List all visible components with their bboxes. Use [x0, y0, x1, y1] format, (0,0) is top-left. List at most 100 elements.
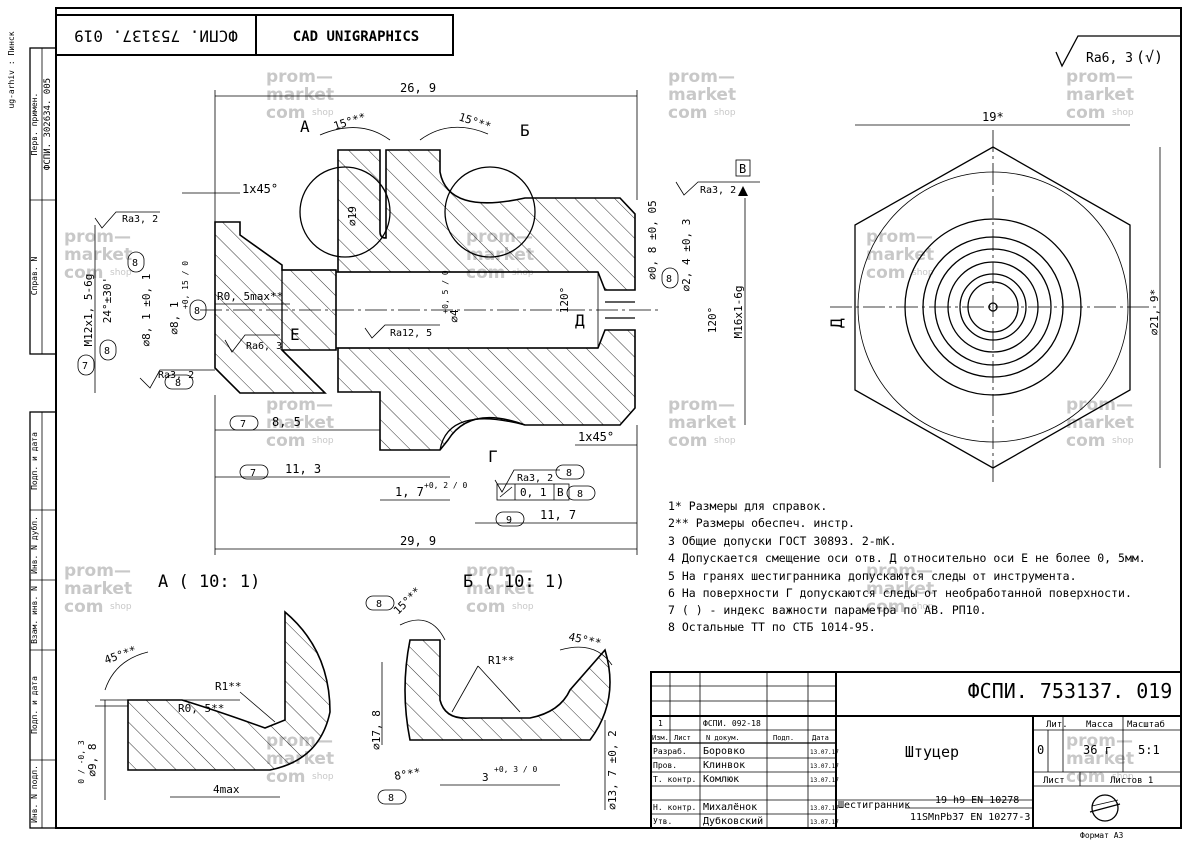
svg-text:market: market	[64, 245, 132, 265]
code-top-mirrored: ФСПИ. 753137. 019	[74, 27, 238, 46]
left-strips: Перв. примен. ФСПИ. 302634. 005 Справ. N…	[7, 31, 57, 829]
svg-text:Т. контр.: Т. контр.	[653, 775, 696, 784]
svg-text:5:1: 5:1	[1138, 743, 1160, 757]
svg-text:В: В	[739, 162, 746, 176]
svg-text:shop: shop	[110, 602, 132, 612]
svg-text:8: 8	[104, 346, 110, 357]
note-2: 2** Размеры обеспеч. инстр.	[668, 516, 855, 530]
svg-text:Е: Е	[290, 325, 300, 344]
svg-text:8, 5: 8, 5	[272, 415, 301, 429]
svg-text:Боровко: Боровко	[703, 746, 745, 757]
svg-text:Масштаб: Масштаб	[1127, 719, 1165, 730]
svg-text:ФСПИ. 302634. 005: ФСПИ. 302634. 005	[43, 78, 53, 170]
top-code-box: ФСПИ. 753137. 019 CAD UNIGRAPHICS	[55, 14, 454, 56]
svg-text:prom—: prom—	[1066, 67, 1133, 87]
svg-text:1: 1	[658, 719, 663, 728]
svg-text:com: com	[866, 597, 905, 617]
svg-text:26, 9: 26, 9	[400, 81, 436, 95]
svg-text:Справ. N: Справ. N	[30, 257, 39, 296]
note-1: 1* Размеры для справок.	[668, 499, 827, 513]
svg-text:Д: Д	[827, 318, 846, 328]
technical-notes: 1* Размеры для справок. 2** Размеры обес…	[668, 499, 1146, 634]
svg-text:Ra3, 2: Ra3, 2	[700, 185, 736, 196]
svg-text:13.07.17: 13.07.17	[810, 749, 839, 756]
importance-ovals: 8 8 8 7 8 7 7 8 8 8 9 8 8	[77, 251, 679, 805]
svg-text:R0, 5max**: R0, 5max**	[217, 290, 283, 303]
svg-text:8: 8	[666, 274, 672, 285]
svg-text:А ( 10: 1): А ( 10: 1)	[158, 572, 260, 592]
svg-text:24°±30': 24°±30'	[101, 277, 114, 323]
svg-text:Н. контр.: Н. контр.	[653, 803, 696, 812]
svg-text:R1**: R1**	[488, 654, 515, 667]
svg-text:com: com	[64, 597, 103, 617]
svg-text:4max: 4max	[213, 783, 240, 796]
svg-text:com: com	[668, 431, 707, 451]
svg-text:+0, 5 / 0: +0, 5 / 0	[441, 270, 450, 314]
svg-text:com: com	[266, 767, 305, 787]
svg-text:shop: shop	[312, 436, 334, 446]
svg-text:Лист: Лист	[674, 734, 691, 742]
svg-text:36 г: 36 г	[1083, 743, 1112, 757]
svg-text:Разраб.: Разраб.	[653, 746, 687, 756]
svg-text:Ra3, 2: Ra3, 2	[517, 473, 553, 484]
svg-text:15°**: 15°**	[391, 585, 424, 618]
svg-text:Ra3, 2: Ra3, 2	[158, 370, 194, 381]
note-8: 8 Остальные ТТ по СТБ 1014-95.	[668, 620, 876, 634]
roughness-symbol-main: Ra6, 3 (√)	[1055, 35, 1180, 68]
svg-text:19 h9 EN 10278: 19 h9 EN 10278	[935, 795, 1019, 806]
svg-text:com: com	[266, 431, 305, 451]
svg-text:prom—: prom—	[64, 227, 131, 247]
svg-text:market: market	[1066, 749, 1134, 769]
svg-text:8: 8	[577, 489, 583, 500]
svg-text:3: 3	[482, 771, 489, 784]
note-7: 7 ( ) - индекс важности параметра по АВ.…	[668, 603, 987, 617]
svg-text:1, 7: 1, 7	[395, 485, 424, 499]
svg-text:prom—: prom—	[64, 561, 131, 581]
svg-text:Б ( 10: 1): Б ( 10: 1)	[463, 572, 565, 592]
svg-text:M12x1, 5-6g: M12x1, 5-6g	[82, 274, 95, 347]
svg-text:market: market	[466, 579, 534, 599]
svg-text:Лист: Лист	[1043, 776, 1065, 786]
svg-text:8: 8	[194, 306, 200, 317]
svg-text:market: market	[1066, 85, 1134, 105]
note-4: 4 Допускается смещение оси отв. Д относи…	[668, 551, 1146, 565]
svg-text:com: com	[64, 263, 103, 283]
svg-text:8: 8	[175, 378, 181, 389]
svg-text:+0, 3 / 0: +0, 3 / 0	[494, 765, 538, 774]
svg-text:com: com	[668, 103, 707, 123]
svg-text:market: market	[668, 413, 736, 433]
svg-text:shop: shop	[110, 268, 132, 278]
title-code: ФСПИ. 753137. 019	[968, 679, 1173, 703]
title-block: ФСПИ. 753137. 019 Штуцер Лит. Масса Масш…	[650, 671, 1182, 840]
svg-text:shop: shop	[714, 436, 736, 446]
svg-text:Утв.: Утв.	[653, 817, 672, 826]
svg-text:+0, 15 / 0: +0, 15 / 0	[181, 261, 190, 309]
svg-text:Дата: Дата	[812, 734, 829, 742]
svg-text:prom—: prom—	[668, 67, 735, 87]
svg-text:0 / -0, 3: 0 / -0, 3	[77, 740, 86, 784]
svg-text:market: market	[668, 85, 736, 105]
svg-text:⌀17, 8: ⌀17, 8	[370, 710, 383, 750]
main-dimensions: 26, 9 29, 9 8, 5 11, 3 11, 7 1, 7 +0, 2 …	[82, 81, 760, 555]
svg-text:prom—: prom—	[866, 227, 933, 247]
svg-text:Масса: Масса	[1086, 720, 1113, 730]
svg-text:8°**: 8°**	[393, 766, 421, 783]
svg-text:Перв. примен.: Перв. примен.	[30, 93, 39, 156]
svg-text:Подп.: Подп.	[773, 734, 794, 742]
svg-text:Г: Г	[488, 447, 498, 466]
svg-text:market: market	[64, 579, 132, 599]
svg-text:29, 9: 29, 9	[400, 534, 436, 548]
svg-text:7: 7	[82, 361, 88, 372]
svg-text:0: 0	[1037, 743, 1044, 757]
svg-text:11, 3: 11, 3	[285, 462, 321, 476]
svg-text:Комлюк: Комлюк	[703, 774, 739, 785]
svg-text:7: 7	[240, 419, 246, 430]
svg-text:shop: shop	[1112, 108, 1134, 118]
svg-text:shop: shop	[912, 268, 934, 278]
svg-text:Ra6, 3: Ra6, 3	[1086, 51, 1133, 66]
svg-text:Инв. N подл.: Инв. N подл.	[30, 765, 39, 823]
svg-text:13.07.17: 13.07.17	[810, 805, 839, 812]
svg-text:Подп. и дата: Подп. и дата	[30, 432, 39, 490]
hex-end-view: 19* ⌀21, 9* Д	[827, 110, 1161, 485]
